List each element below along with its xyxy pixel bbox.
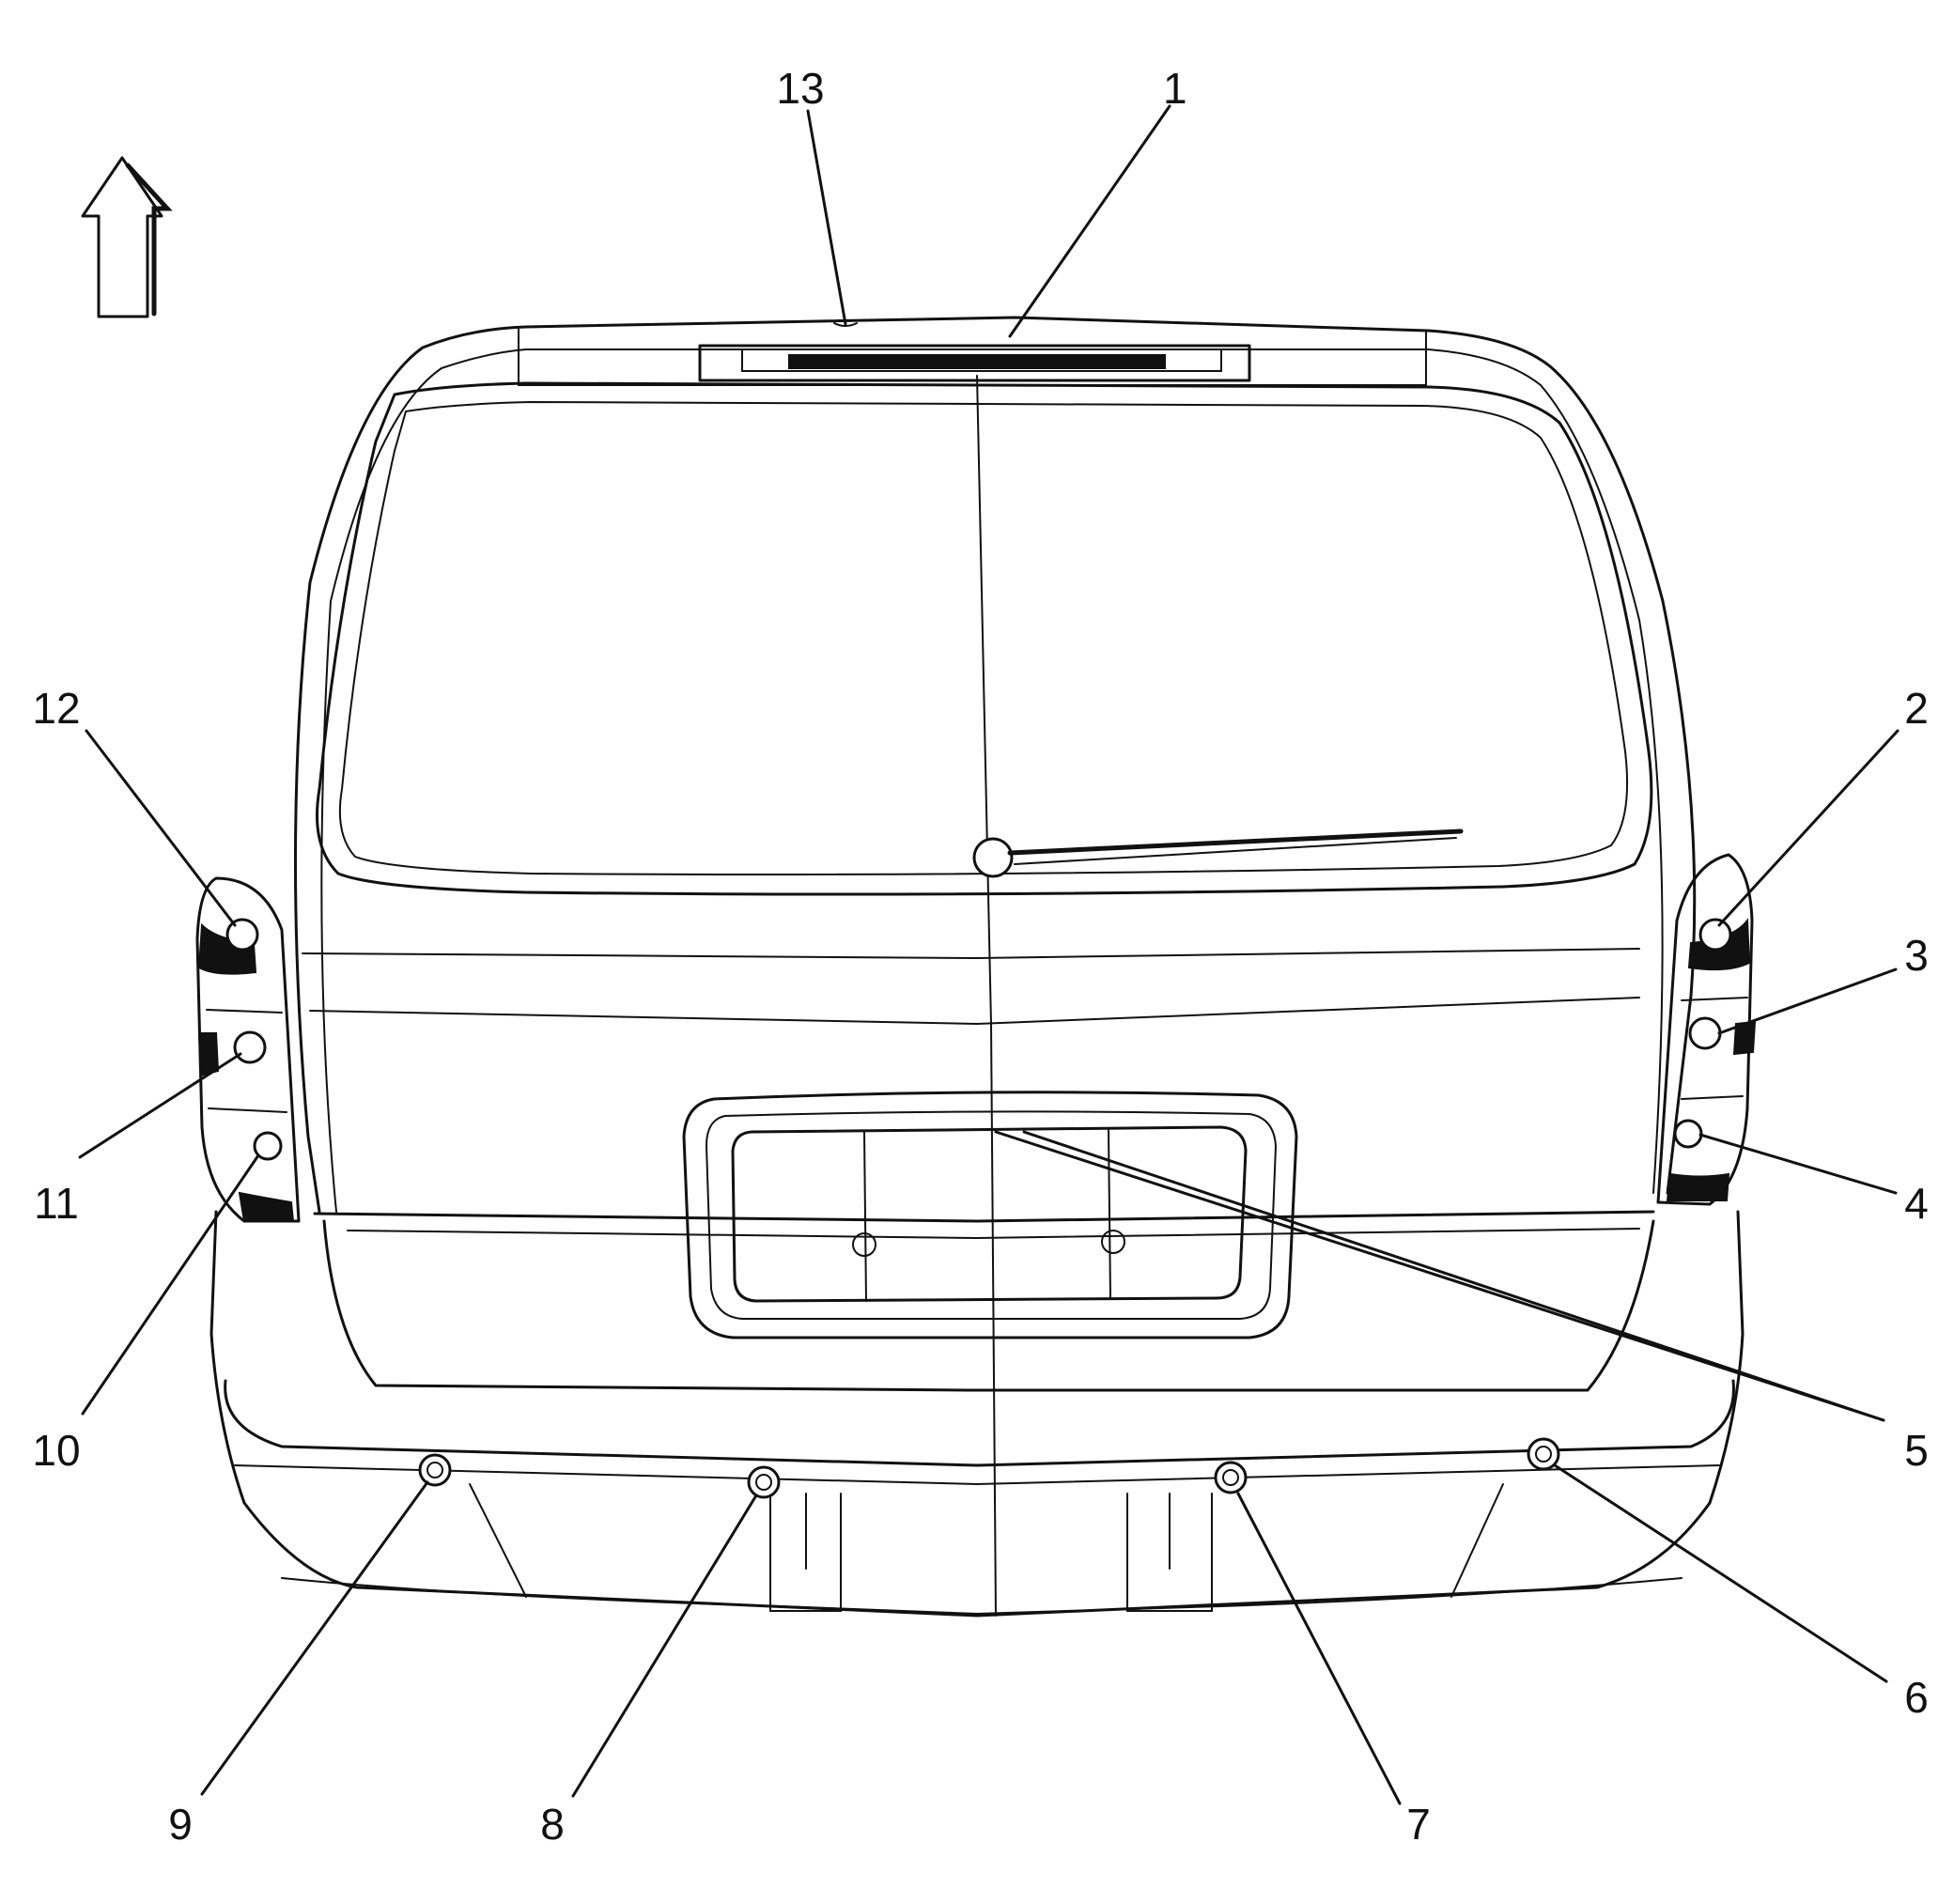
callout-5: 5 — [1904, 1426, 1929, 1475]
leader-13 — [806, 109, 847, 326]
leader-11 — [78, 1052, 242, 1159]
leader-2 — [1717, 729, 1900, 927]
callout-8: 8 — [540, 1800, 565, 1849]
callout-1: 1 — [1163, 64, 1187, 113]
leader-1 — [1008, 104, 1171, 338]
leader-6 — [1553, 1463, 1888, 1683]
callout-7: 7 — [1406, 1800, 1431, 1849]
vehicle-outline — [195, 316, 1757, 1618]
callout-4: 4 — [1904, 1179, 1929, 1228]
callout-11: 11 — [34, 1179, 79, 1228]
leader-10 — [81, 1153, 260, 1416]
callout-10: 10 — [32, 1426, 80, 1475]
callout-9: 9 — [168, 1800, 193, 1849]
leader-5a — [994, 1130, 1885, 1422]
callout-3: 3 — [1904, 931, 1929, 980]
leader-7 — [1236, 1492, 1402, 1805]
callout-labels: 1 2 3 4 5 6 7 8 9 10 11 12 13 — [32, 64, 1928, 1849]
callout-2: 2 — [1904, 684, 1929, 733]
leader-4 — [1698, 1133, 1898, 1195]
callout-12: 12 — [32, 684, 80, 733]
callout-6: 6 — [1904, 1673, 1929, 1722]
leader-lines — [78, 104, 1900, 1805]
leader-5b — [1022, 1130, 1885, 1422]
leader-8 — [571, 1494, 758, 1798]
leader-12 — [85, 729, 237, 927]
leader-3 — [1717, 967, 1898, 1035]
leader-9 — [200, 1480, 429, 1796]
callout-13: 13 — [776, 64, 824, 113]
up-arrow-icon — [81, 156, 173, 318]
